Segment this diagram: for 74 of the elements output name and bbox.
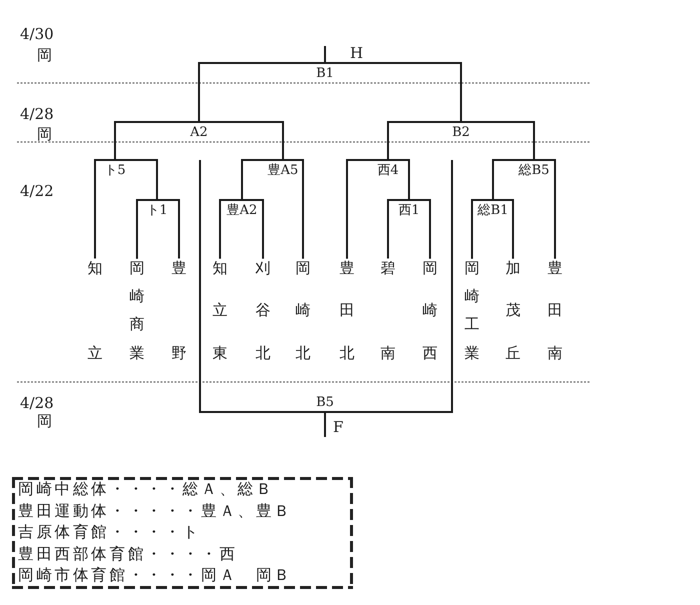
bracket-line — [471, 200, 473, 259]
bracket-line — [241, 160, 243, 200]
bracket-line — [492, 160, 494, 200]
bracket-line — [219, 200, 221, 259]
bracket-bar — [387, 199, 431, 218]
bracket-line — [302, 160, 304, 259]
bracket-bar — [94, 159, 158, 178]
venue-label: 岡 — [37, 413, 52, 430]
team-name: 岡崎北 — [296, 258, 310, 362]
bracket-line — [114, 122, 116, 160]
bracket-line — [199, 160, 201, 412]
bracket-bar — [492, 159, 556, 178]
team-name: 豊田北 — [340, 258, 354, 362]
venue-key-box — [12, 477, 353, 589]
venue-key-text: 豊田運動体・・・・・豊Ａ、豊Ｂ — [18, 500, 294, 522]
bracket-line — [324, 46, 326, 63]
match-label: 豊A2 — [226, 203, 258, 218]
edge-label: F — [333, 419, 344, 436]
date-label: 4/22 — [20, 183, 54, 200]
match-label: 西4 — [377, 163, 399, 178]
bracket-bar — [136, 199, 180, 218]
venue-key-text: 岡崎市体育館・・・・岡Ａ 岡Ｂ — [18, 565, 294, 586]
team-name: 岡崎西 — [422, 258, 438, 362]
bracket-line — [408, 160, 410, 200]
match-label: ト1 — [146, 203, 168, 218]
team-name: 豊田南 — [548, 258, 562, 362]
match-label: 総B1 — [478, 203, 508, 218]
venue-key-text: 岡崎中総体・・・・総Ａ、総Ｂ — [18, 479, 276, 500]
team-name: 岡崎商業 — [130, 258, 144, 362]
match-label: 総B5 — [518, 163, 550, 178]
bracket-line — [554, 160, 556, 259]
match-label: 西1 — [398, 203, 420, 218]
bracket-bar — [471, 199, 514, 218]
bracket-line — [512, 200, 514, 259]
bracket-bar — [346, 159, 410, 178]
team-name: 碧南 — [380, 258, 396, 362]
venue-label: 岡 — [37, 47, 52, 64]
bracket-line — [387, 122, 389, 160]
match-label: B2 — [452, 125, 470, 140]
bracket-line — [198, 63, 200, 122]
bracket-line — [324, 412, 326, 437]
team-name: 加茂丘 — [506, 258, 520, 362]
team-name: 刈谷北 — [256, 258, 270, 362]
date-label: 4/28 — [20, 395, 54, 412]
bracket-line — [451, 160, 453, 412]
edge-label: H — [350, 45, 364, 62]
team-name: 知立 — [88, 258, 102, 362]
venue-label: 岡 — [37, 126, 52, 143]
bracket-line — [387, 200, 389, 258]
bracket-line — [533, 122, 535, 160]
bracket-line — [262, 200, 264, 259]
bracket-line — [136, 200, 138, 259]
team-name: 知立東 — [212, 258, 228, 362]
match-label: B1 — [316, 66, 334, 81]
bracket-line — [346, 160, 348, 259]
bracket-bar — [219, 199, 264, 218]
bracket-line — [156, 160, 158, 200]
date-label: 4/30 — [20, 26, 54, 43]
bracket-line — [460, 63, 462, 122]
team-name: 岡崎工業 — [464, 258, 480, 362]
team-name: 豊野 — [172, 258, 186, 362]
bracket-bar — [199, 394, 453, 413]
date-label: 4/28 — [20, 106, 54, 123]
match-label: B5 — [316, 395, 334, 410]
bracket-line — [178, 200, 180, 258]
match-label: 豊A5 — [268, 163, 298, 178]
bracket-line — [429, 200, 431, 259]
match-label: A2 — [190, 125, 208, 140]
bracket-bar — [241, 159, 304, 178]
match-label: ト5 — [104, 163, 126, 178]
venue-key-text: 吉原体育館・・・・ト — [18, 522, 202, 544]
bracket-line — [282, 122, 284, 160]
venue-key-text: 豊田西部体育館・・・・西 — [18, 544, 239, 565]
bracket-line — [94, 160, 96, 258]
